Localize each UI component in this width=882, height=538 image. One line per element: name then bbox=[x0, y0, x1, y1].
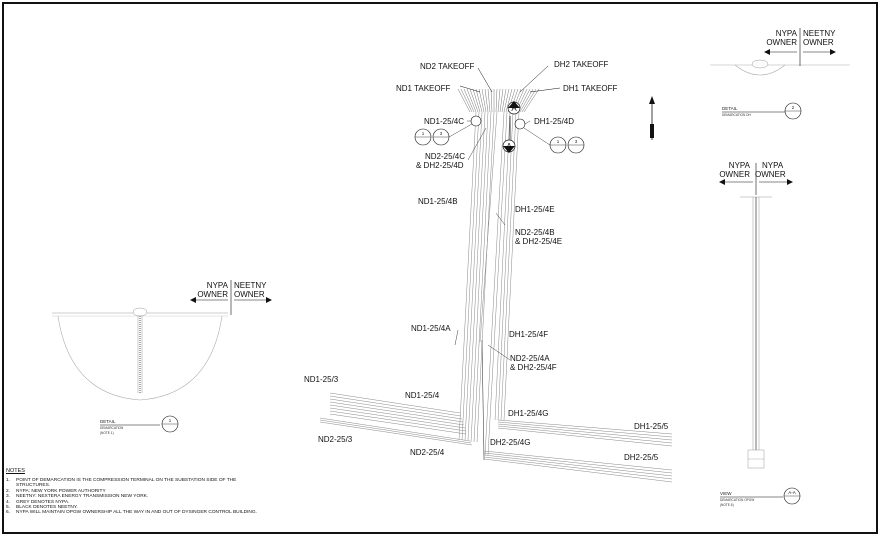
right-branch-lines bbox=[483, 419, 673, 483]
bubble-number: 1 bbox=[557, 139, 560, 144]
owner-label: OWNER bbox=[766, 38, 797, 47]
note-item: 4. GREY DENOTES NYPA. bbox=[6, 500, 436, 505]
view-note: (NOTE 6) bbox=[720, 503, 734, 507]
notes-block: NOTES 1. POINT OF DEMARCATION IS THE COMP… bbox=[6, 468, 436, 516]
note-item: 5. BLACK DENOTES NEETNY. bbox=[6, 505, 436, 510]
label-nd2-25-4b-1: ND2-25/4B bbox=[515, 228, 555, 237]
detail-bubble-pair-left: 1 3 bbox=[414, 123, 473, 146]
note-number: 2. bbox=[6, 488, 11, 494]
label-dh1-takeoff: DH1 TAKEOFF bbox=[563, 84, 617, 93]
label-dh2-25-5: DH2-25/5 bbox=[624, 453, 659, 462]
owner-label: OWNER bbox=[197, 290, 228, 299]
note-text: GREY DENOTES NYPA. bbox=[16, 499, 70, 505]
owner-label-nypa: NYPA bbox=[776, 29, 798, 38]
section-marker-a-upper: A bbox=[507, 101, 521, 115]
owner-label: OWNER bbox=[803, 38, 834, 47]
detail-subtitle: DEMARCATION bbox=[100, 426, 124, 430]
note-text: NYPA WILL MAINTAIN OPGW OWNERSHIP ALL TH… bbox=[16, 510, 257, 516]
detail-bubble-pair-right: 1 3 bbox=[523, 127, 585, 154]
view-title: VIEW bbox=[720, 491, 732, 496]
note-number: 6. bbox=[6, 510, 11, 516]
note-item: 3. NEETNY: NEXTERA ENERGY TRANSMISSION NE… bbox=[6, 494, 436, 499]
notes-title: NOTES bbox=[6, 468, 25, 474]
plan-labels: ND2 TAKEOFF ND1 TAKEOFF DH2 TAKEOFF DH1 … bbox=[304, 60, 669, 462]
owner-label: OWNER bbox=[719, 170, 750, 179]
bubble-number: 1 bbox=[422, 131, 425, 136]
label-nd1-25-3: ND1-25/3 bbox=[304, 375, 339, 384]
section-marker-a-lower: A bbox=[502, 139, 516, 153]
label-nd1-takeoff: ND1 TAKEOFF bbox=[396, 84, 450, 93]
note-item: STRUCTURES. bbox=[6, 483, 436, 488]
view-number: A-A bbox=[788, 490, 796, 495]
note-item: 2. NYPA: NEW YORK POWER AUTHORITY bbox=[6, 489, 436, 494]
label-dh2-takeoff: DH2 TAKEOFF bbox=[554, 60, 608, 69]
label-nd2-takeoff: ND2 TAKEOFF bbox=[420, 62, 474, 71]
owner-label-nypa: NYPA bbox=[729, 161, 751, 170]
structure-markers bbox=[470, 115, 526, 130]
note-item: 6. NYPA WILL MAINTAIN OPGW OWNERSHIP ALL … bbox=[6, 510, 436, 515]
owner-label-nypa: NYPA bbox=[207, 281, 229, 290]
note-number: 4. bbox=[6, 499, 11, 505]
label-nd1-25-4c: ND1-25/4C bbox=[424, 117, 464, 126]
label-nd1-25-4a: ND1-25/4A bbox=[411, 324, 451, 333]
note-item: 1. POINT OF DEMARCATION IS THE COMPRESSIO… bbox=[6, 478, 436, 483]
bubble-number: 3 bbox=[575, 139, 578, 144]
owner-label-nypa-right: NYPA bbox=[762, 161, 784, 170]
note-text: BLACK DENOTES NEETNY. bbox=[16, 505, 78, 511]
owner-label: OWNER bbox=[234, 290, 265, 299]
owner-label-neetny: NEETNY bbox=[234, 281, 267, 290]
bubble-number: 3 bbox=[440, 131, 443, 136]
label-nd2-25-4a-1: ND2-25/4A bbox=[510, 354, 550, 363]
detail-number: 1 bbox=[169, 418, 172, 423]
left-branch-lines bbox=[319, 392, 473, 446]
label-nd2-25-3: ND2-25/3 bbox=[318, 435, 353, 444]
takeoff-fan bbox=[457, 88, 540, 113]
label-nd2-25-4b-2: & DH2-25/4E bbox=[515, 237, 562, 246]
label-dh1-25-4g: DH1-25/4G bbox=[508, 409, 548, 418]
label-dh1-25-4d: DH1-25/4D bbox=[534, 117, 574, 126]
view-subtitle: DEMARCATION OPGW bbox=[720, 498, 754, 502]
label-leaders bbox=[454, 120, 531, 361]
detail-1-demarcation: NYPA OWNER NEETNY OWNER 1 DETAIL DEMARCA… bbox=[52, 280, 272, 435]
label-dh1-25-5: DH1-25/5 bbox=[634, 422, 669, 431]
label-dh2-25-4g: DH2-25/4G bbox=[490, 438, 530, 447]
view-a-a-opgw: NYPA OWNER NYPA OWNER A-A VIEW DEMARCATI… bbox=[719, 161, 801, 507]
note-text: POINT OF DEMARCATION IS THE COMPRESSION … bbox=[16, 478, 237, 483]
note-number: 1. bbox=[6, 478, 11, 483]
note-text: STRUCTURES. bbox=[16, 483, 51, 489]
label-dh1-25-4f: DH1-25/4F bbox=[509, 330, 548, 339]
detail-2-demarcation: NYPA OWNER NEETNY OWNER 2 DETAIL DEMARCA… bbox=[710, 28, 850, 120]
notes-list: 1. POINT OF DEMARCATION IS THE COMPRESSIO… bbox=[6, 478, 436, 516]
note-text: NYPA: NEW YORK POWER AUTHORITY bbox=[16, 488, 106, 494]
center-spine bbox=[481, 339, 485, 461]
takeoff-leaders bbox=[459, 65, 561, 93]
label-nd1-25-4: ND1-25/4 bbox=[405, 391, 440, 400]
detail-title: DETAIL bbox=[100, 419, 116, 424]
main-line-bundle bbox=[458, 111, 520, 456]
owner-label: OWNER bbox=[755, 170, 786, 179]
label-nd2-25-4c-1: ND2-25/4C bbox=[425, 152, 465, 161]
detail-note: (NOTE 1) bbox=[100, 431, 114, 435]
owner-label-neetny: NEETNY bbox=[803, 29, 836, 38]
section-marker-label: A bbox=[506, 142, 512, 151]
detail-number: 2 bbox=[792, 105, 795, 110]
label-nd1-25-4b: ND1-25/4B bbox=[418, 197, 458, 206]
label-nd2-25-4c-2: & DH2-25/4D bbox=[416, 161, 464, 170]
note-number: 3. bbox=[6, 494, 11, 500]
detail-title: DETAIL bbox=[722, 106, 738, 111]
note-text: NEETNY: NEXTERA ENERGY TRANSMISSION NEW … bbox=[16, 494, 149, 500]
north-arrow-icon bbox=[649, 96, 655, 140]
detail-subtitle: DEMARCATION DH bbox=[722, 113, 752, 117]
section-marker-label: A bbox=[511, 104, 517, 113]
label-nd2-25-4a-2: & DH2-25/4F bbox=[510, 363, 557, 372]
label-nd2-25-4: ND2-25/4 bbox=[410, 448, 445, 457]
note-number: 5. bbox=[6, 505, 11, 511]
label-dh1-25-4e: DH1-25/4E bbox=[515, 205, 555, 214]
